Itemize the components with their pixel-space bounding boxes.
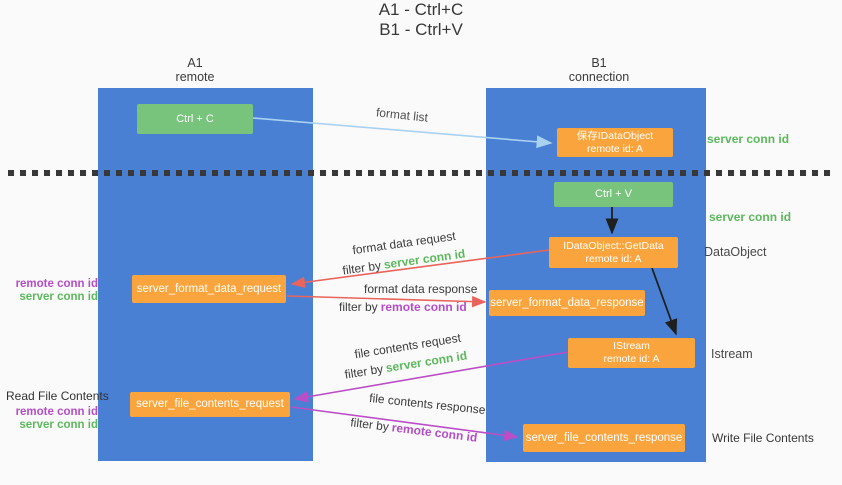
edge-label-filter-file-response: filter byremote conn id [350, 415, 478, 444]
label-server-conn-id-mid: server conn id [709, 210, 792, 224]
title-line-2: B1 - Ctrl+V [379, 20, 463, 39]
node-getdata-line2: remote id: A [585, 252, 642, 265]
label-server-conn-id-upper: server conn id [19, 291, 98, 303]
title-line-1: A1 - Ctrl+C [378, 0, 464, 19]
edge-label-file-contents-response: file contents response [368, 390, 487, 418]
lane-a1-role: remote [175, 70, 215, 84]
left-conn-ids-upper: remote conn id server conn id [8, 278, 98, 304]
node-ctrl-v-label: Ctrl + V [595, 188, 632, 200]
lane-a1-name: A1 [187, 56, 203, 70]
filter-remote-conn-id: remote conn id [390, 420, 479, 445]
filter-by-text: filter by [341, 258, 382, 278]
label-remote-conn-id-lower: remote conn id [15, 406, 98, 418]
label-server-conn-id-lower: server conn id [19, 419, 98, 431]
lane-b1-role: connection [568, 70, 630, 84]
node-getdata-line1: IDataObject::GetData [563, 239, 664, 252]
filter-by-text: filter by [349, 415, 390, 434]
node-format-response-label: server_format_data_response [490, 296, 644, 309]
edge-label-format-list: format list [375, 105, 429, 125]
node-idataobject-getdata: IDataObject::GetData remote id: A [549, 237, 678, 268]
label-server-conn-id-top: server conn id [707, 132, 790, 146]
node-ctrl-c-label: Ctrl + C [176, 112, 214, 125]
label-remote-conn-id-upper: remote conn id [15, 278, 98, 290]
node-server-file-contents-response: server_file_contents_response [523, 424, 685, 452]
filter-remote-conn-id: remote conn id [380, 300, 467, 314]
lane-header-a1: A1 remote [135, 56, 255, 84]
filter-by-text: filter by [343, 361, 385, 382]
node-format-request-label: server_format_data_request [136, 282, 282, 295]
diagram-title: A1 - Ctrl+C B1 - Ctrl+V [0, 0, 842, 40]
left-conn-ids-lower: remote conn id server conn id [8, 406, 98, 432]
node-istream-line2: remote id: A [603, 353, 660, 365]
node-save-idataobject: 保存IDataObject remote id: A [557, 128, 673, 157]
node-ctrl-c: Ctrl + C [137, 104, 253, 134]
node-save-idataobject-line2: remote id: A [586, 142, 644, 155]
node-server-file-contents-request: server_file_contents_request [130, 392, 290, 417]
phase-divider-dotted-line [8, 170, 835, 176]
node-server-format-data-response: server_format_data_response [489, 290, 645, 316]
node-save-idataobject-line1: 保存IDataObject [576, 129, 654, 142]
label-read-file-contents: Read File Contents [6, 389, 109, 403]
node-file-response-label: server_file_contents_response [525, 431, 683, 444]
edge-label-format-data-response: format data response [364, 282, 478, 296]
label-dataobject: DataObject [704, 245, 767, 259]
lane-b1-name: B1 [591, 56, 607, 70]
filter-by-text: filter by [339, 300, 378, 314]
node-istream-line1: IStream [613, 340, 650, 352]
node-file-request-label: server_file_contents_request [136, 398, 284, 410]
node-istream: IStream remote id: A [568, 338, 695, 368]
node-server-format-data-request: server_format_data_request [132, 275, 286, 303]
lane-header-b1: B1 connection [539, 56, 659, 84]
label-istream: Istream [711, 347, 753, 361]
label-write-file-contents: Write File Contents [712, 431, 814, 445]
node-ctrl-v: Ctrl + V [554, 182, 673, 207]
